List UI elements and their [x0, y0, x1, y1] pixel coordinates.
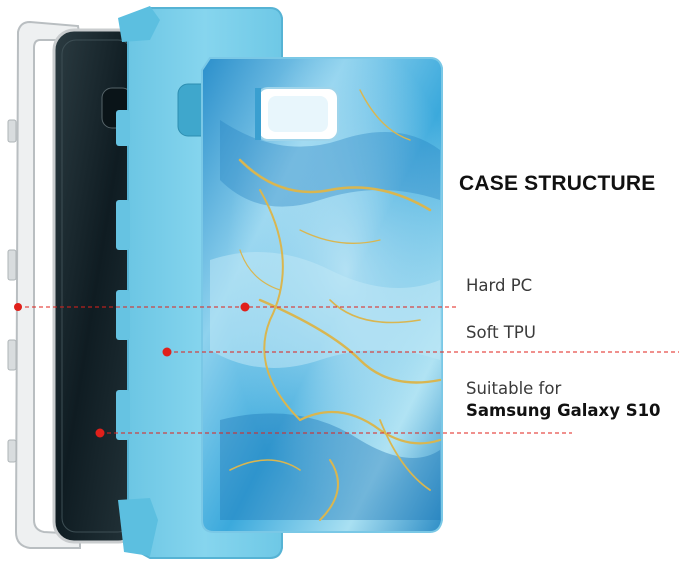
phone-model-label: Samsung Galaxy S10 [466, 401, 661, 420]
pointers [14, 302, 679, 438]
pointer-dot-frame [14, 303, 22, 311]
pointer-dot-phone [95, 428, 105, 438]
pointer-dot-hard-pc [240, 302, 250, 312]
hard-pc-shell [201, 57, 443, 533]
gold-veins [229, 89, 442, 521]
soft-tpu-label: Soft TPU [466, 323, 536, 342]
phone [52, 28, 140, 544]
suitable-for-label: Suitable for [466, 379, 562, 398]
clear-frame [7, 20, 82, 549]
hard-pc-label: Hard PC [466, 276, 533, 295]
case-structure-title: CASE STRUCTURE [459, 172, 656, 195]
pointer-dot-soft-tpu [162, 347, 172, 357]
